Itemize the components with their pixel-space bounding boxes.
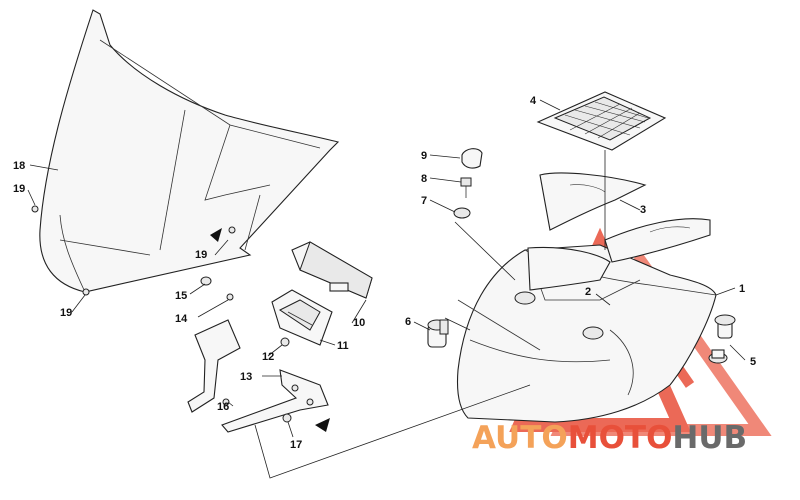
callout-16: 16 xyxy=(217,401,229,413)
windshield xyxy=(39,9,340,293)
assembly-lines xyxy=(254,150,606,479)
callout-14: 14 xyxy=(175,313,188,325)
callout-12: 12 xyxy=(262,351,274,363)
ignition-key-8 xyxy=(460,177,472,198)
mesh-grille xyxy=(536,91,667,151)
hood-panel xyxy=(456,244,717,423)
latch-assembly xyxy=(708,314,736,364)
callout-15: 15 xyxy=(175,290,187,302)
ignition-cap-9 xyxy=(461,148,483,169)
watermark-text: AUTOMOTOHUB xyxy=(472,420,747,456)
vent-panel-lower xyxy=(527,218,711,291)
vent-panel-upper xyxy=(539,172,647,231)
callout-7: 7 xyxy=(421,195,427,207)
callout-19-b: 19 xyxy=(60,307,72,319)
screw-19-b xyxy=(82,288,90,296)
tray-11 xyxy=(271,289,333,346)
callout-2: 2 xyxy=(585,286,591,298)
arrow-pointer-icon-2 xyxy=(315,418,330,432)
knob-6 xyxy=(427,319,449,348)
callout-17: 17 xyxy=(290,439,302,451)
callout-18: 18 xyxy=(13,160,25,172)
screw-19-a xyxy=(31,205,39,213)
callout-13: 13 xyxy=(240,371,252,383)
watermark-moto: MOTO xyxy=(568,420,673,456)
bracket-box-10 xyxy=(291,241,373,299)
screw-19-c xyxy=(228,226,236,234)
callout-6: 6 xyxy=(405,316,411,328)
ignition-bezel-7 xyxy=(453,207,471,219)
watermark-auto: AUTO xyxy=(472,420,568,456)
nut-17 xyxy=(282,413,292,423)
bolt-12 xyxy=(280,337,290,347)
callout-19-a: 19 xyxy=(13,183,25,195)
arrow-pointer-icon xyxy=(210,228,222,242)
nut-15 xyxy=(200,276,212,286)
watermark-hub: HUB xyxy=(672,420,747,456)
screw-14 xyxy=(226,293,234,301)
callout-4: 4 xyxy=(530,95,537,107)
callout-leaders xyxy=(27,99,746,438)
screw-16 xyxy=(222,398,230,406)
callout-labels: 1 2 3 4 5 6 7 8 9 10 11 12 13 14 15 16 1… xyxy=(13,95,756,451)
callout-1: 1 xyxy=(739,283,745,295)
callout-10: 10 xyxy=(353,317,365,329)
callout-9: 9 xyxy=(421,150,427,162)
callout-3: 3 xyxy=(640,204,646,216)
callout-8: 8 xyxy=(421,173,427,185)
callout-11: 11 xyxy=(337,340,349,352)
callout-19-c: 19 xyxy=(195,249,207,261)
callout-5: 5 xyxy=(750,356,756,368)
mounting-bracket-13 xyxy=(187,319,329,433)
